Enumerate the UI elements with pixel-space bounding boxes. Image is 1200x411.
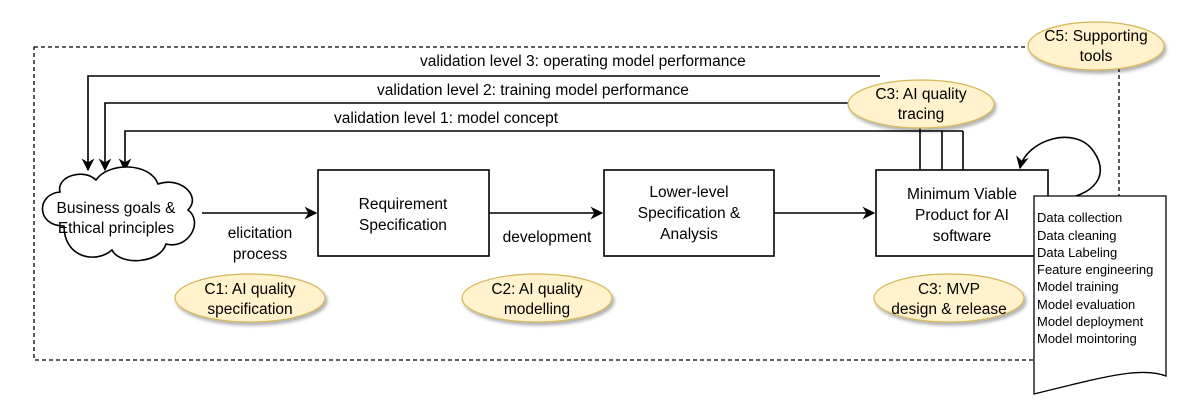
- mvp-label-1: Minimum Viable: [907, 186, 1017, 203]
- mvp-steps-list: Data collection Data cleaning Data Label…: [1037, 210, 1153, 346]
- validation-level-1-arrow: [118, 130, 963, 172]
- callout-c3-mvp-line1: C3: MVP: [918, 281, 980, 298]
- callout-c3-tracing: C3: AI quality tracing: [847, 79, 995, 129]
- mvp-step: Data Labeling: [1037, 245, 1117, 260]
- validation-level-2-label: validation level 2: training model perfo…: [377, 82, 689, 99]
- callout-c3-mvp-line2: design & release: [891, 301, 1006, 318]
- callout-c1-line1: C1: AI quality: [204, 281, 296, 298]
- validation-level-2-arrow: [98, 102, 920, 172]
- callout-c3-tracing-line1: C3: AI quality: [875, 86, 967, 103]
- mvp-label-2: Product for AI: [915, 207, 1009, 224]
- mvp-box: [875, 169, 1049, 257]
- mvp-steps-document: [1033, 195, 1167, 395]
- mvp-step: Data cleaning: [1037, 228, 1117, 243]
- validation-level-1-label: validation level 1: model concept: [334, 110, 559, 127]
- callout-c2-line2: modelling: [504, 301, 570, 318]
- callout-c3-tracing-line2: tracing: [898, 106, 945, 123]
- callout-c2: C2: AI quality modelling: [461, 273, 613, 323]
- callout-c5-line2: tools: [1080, 48, 1113, 65]
- business-goals-label: Business goals &: [57, 200, 177, 217]
- callout-c1: C1: AI quality specification: [174, 273, 326, 323]
- process-label: process: [233, 246, 288, 263]
- mvp-step: Model training: [1037, 279, 1119, 294]
- business-goals-cloud: [41, 166, 196, 262]
- ethical-principles-label: Ethical principles: [58, 220, 175, 237]
- specification-label: Specification: [359, 217, 447, 234]
- callout-c3-mvp: C3: MVP design & release: [873, 273, 1025, 323]
- mvp-step: Feature engineering: [1037, 262, 1153, 277]
- mvp-step: Model mointoring: [1037, 331, 1137, 346]
- mvp-iteration-loop: [1016, 136, 1102, 201]
- mvp-step: Model deployment: [1037, 314, 1144, 329]
- callout-c5: C5: Supporting tools: [1027, 21, 1165, 71]
- mvp-label-3: software: [933, 228, 992, 245]
- callout-c5-line1: C5: Supporting: [1044, 28, 1147, 45]
- requirement-specification-box: [317, 169, 490, 257]
- callout-c1-line2: specification: [207, 301, 292, 318]
- validation-level-3-arrow: [81, 75, 880, 172]
- requirement-label: Requirement: [359, 196, 448, 213]
- mvp-step: Model evaluation: [1037, 297, 1135, 312]
- development-label: development: [503, 229, 592, 246]
- lower-level-label-1: Lower-level: [649, 184, 728, 201]
- mvp-step: Data collection: [1037, 210, 1122, 225]
- lower-level-label-2: Specification &: [638, 205, 741, 222]
- elicitation-label: elicitation: [228, 225, 293, 242]
- validation-level-3-label: validation level 3: operating model perf…: [420, 53, 746, 70]
- lower-level-label-3: Analysis: [660, 226, 718, 243]
- callout-c2-line1: C2: AI quality: [491, 281, 583, 298]
